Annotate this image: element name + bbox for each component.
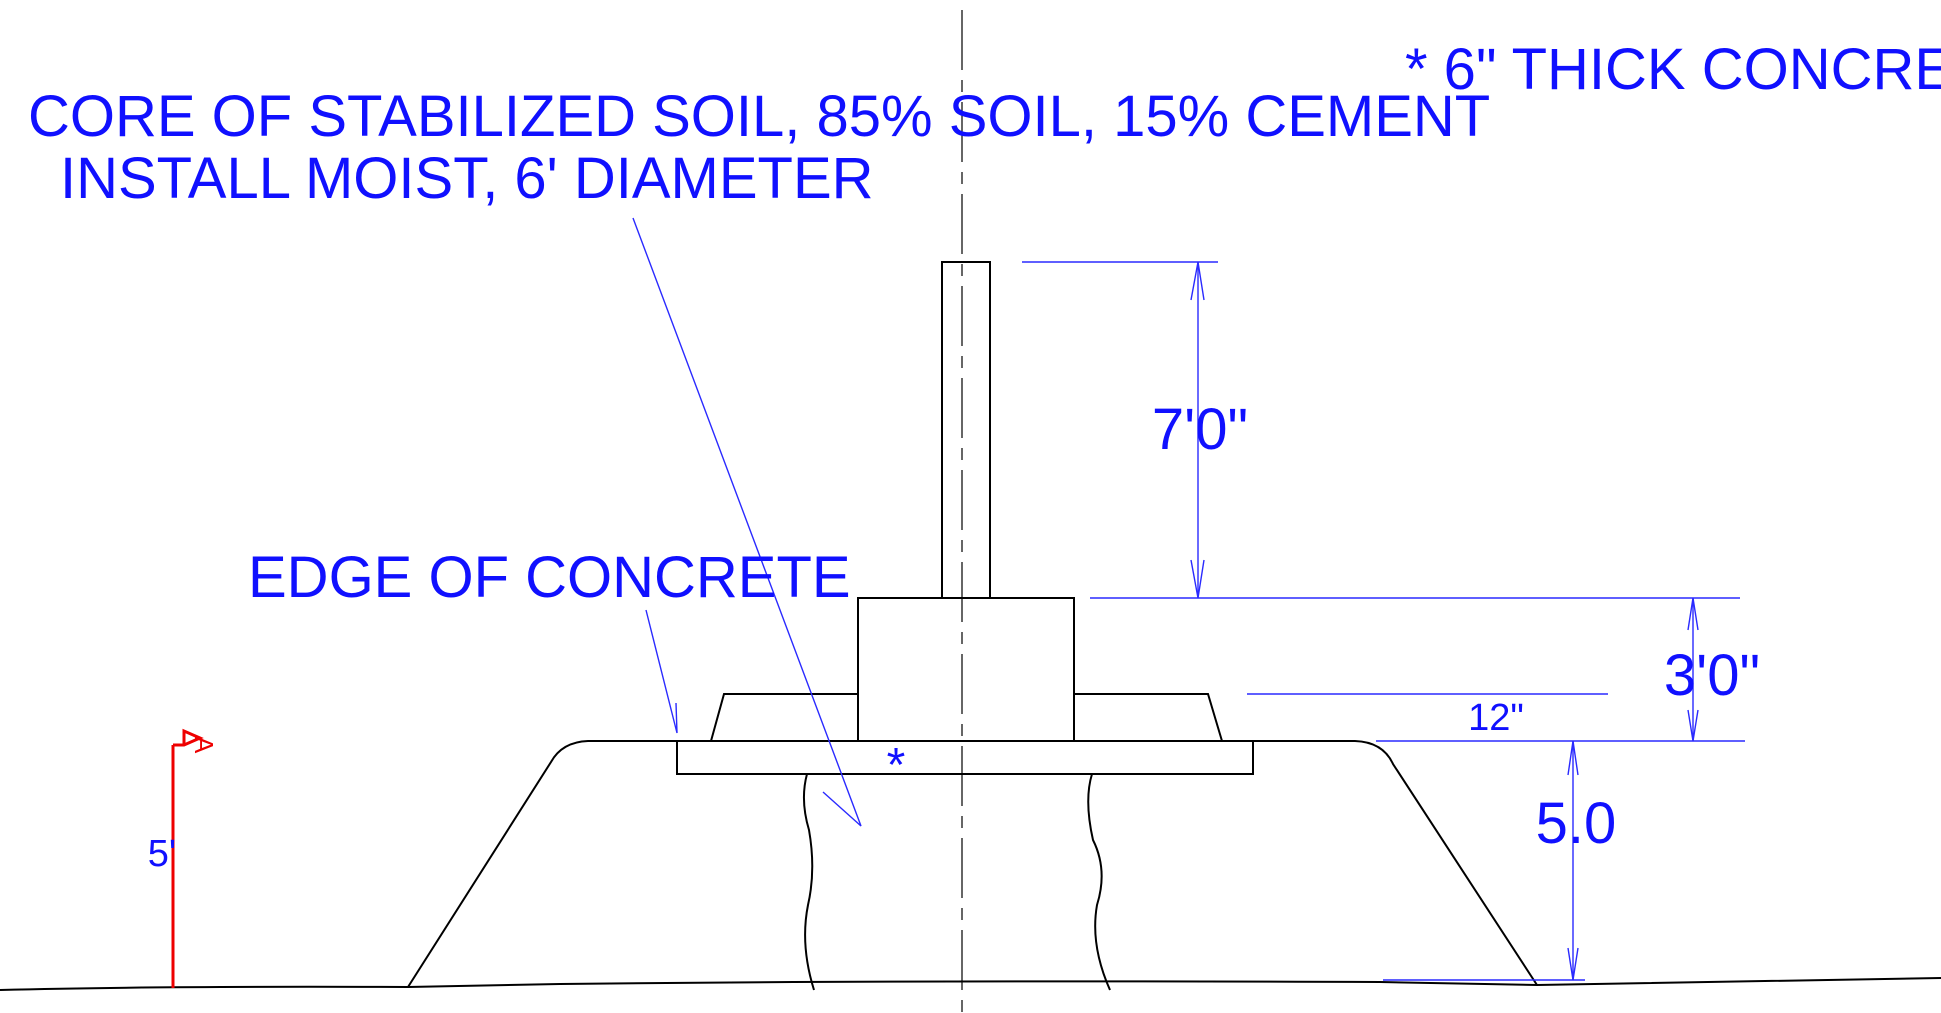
core-edge-left — [803, 773, 815, 991]
core-note-line1: CORE OF STABILIZED SOIL, 85% SOIL, 15% C… — [28, 84, 1490, 149]
pedestal — [857, 597, 1075, 742]
core-edge-right — [1087, 773, 1111, 991]
core-leader — [632, 217, 862, 827]
reference-height: 5' — [148, 833, 176, 875]
dim-mound-height: 5.0 — [1536, 791, 1617, 856]
ground-line — [0, 977, 1941, 991]
core-note-line2: INSTALL MOIST, 6' DIAMETER — [60, 146, 874, 211]
tapered-base — [710, 693, 1223, 742]
dim-mound-arrowheads — [1567, 740, 1579, 981]
concrete-note: * 6" THICK CONCRETE, — [1405, 37, 1941, 102]
concrete-slab — [676, 740, 1254, 775]
slab-asterisk: * — [887, 739, 906, 792]
edge-of-concrete-label: EDGE OF CONCRETE — [248, 545, 851, 610]
post — [941, 261, 991, 599]
soil-mound — [407, 740, 1538, 988]
dim-pedestal-arrowheads — [1687, 597, 1699, 742]
dim-post-height: 7'0" — [1152, 397, 1248, 462]
dim-pedestal-height: 3'0" — [1664, 643, 1760, 708]
dim-offset: 12" — [1468, 697, 1524, 739]
reference-flag — [173, 728, 204, 747]
dim-post-arrowheads — [1190, 261, 1205, 599]
edge-leader — [645, 609, 678, 734]
section-marker-label: A — [189, 736, 219, 754]
